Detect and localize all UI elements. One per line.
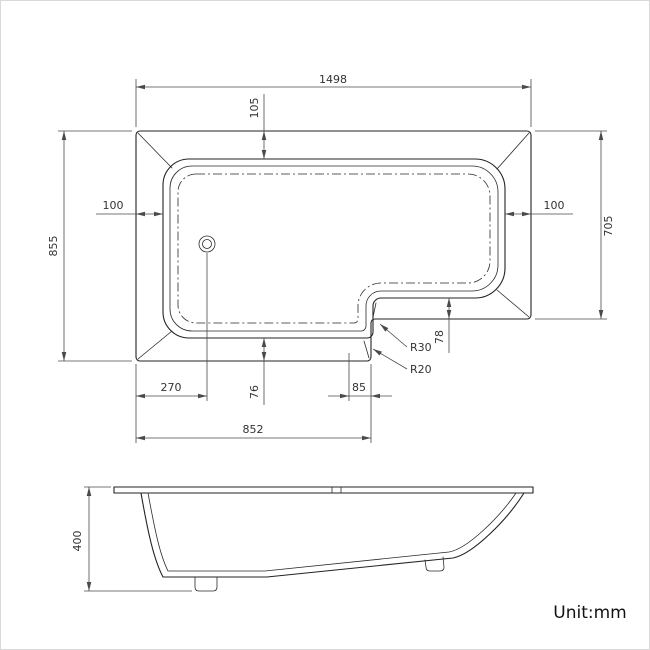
- dim-label-rim-step: 78: [433, 330, 446, 344]
- tub-inner-outline: [169, 165, 499, 332]
- drain-inner-circle: [202, 239, 212, 249]
- break-line-bottom-right: [496, 289, 530, 318]
- break-line-top-right: [496, 132, 530, 170]
- dim-label-rim-right: 100: [544, 199, 565, 212]
- dim-label-radius-outer: R30: [410, 341, 432, 354]
- dim-left-section-length: 852: [136, 364, 372, 443]
- dim-label-rim-bottom: 76: [248, 385, 261, 399]
- leader-line: [372, 348, 408, 370]
- side-view: [113, 486, 534, 592]
- right-foot: [424, 556, 445, 572]
- dim-rim-left: 100: [96, 199, 163, 217]
- body-inner-profile: [147, 492, 517, 572]
- break-line-top-left: [137, 132, 173, 169]
- plan-view: [135, 130, 532, 362]
- dim-drain-from-left: 270: [135, 253, 208, 443]
- leader-line: [379, 323, 408, 348]
- dim-radius-inner: R20: [372, 348, 432, 376]
- dim-overall-length: 1498: [135, 73, 532, 127]
- dim-side-height: 400: [71, 486, 192, 592]
- dim-step-width: 85: [328, 353, 392, 401]
- dim-label-rim-left: 100: [103, 199, 124, 212]
- break-line-step-upper: [372, 302, 377, 318]
- dim-rim-bottom: 76: [248, 338, 267, 405]
- dim-label-drain-from-left: 270: [161, 381, 182, 394]
- dim-rim-step: 78: [433, 298, 452, 353]
- dim-right-section-width: 705: [535, 130, 615, 320]
- dim-label-radius-inner: R20: [410, 363, 432, 376]
- dim-overall-width: 855: [47, 130, 132, 362]
- break-line-bottom-left: [137, 330, 173, 360]
- dim-rim-right: 100: [505, 199, 573, 217]
- drain: [198, 235, 216, 253]
- dim-label-left-section-length: 852: [243, 423, 264, 436]
- body-outer-profile: [140, 492, 525, 578]
- dim-label-step-width: 85: [352, 381, 366, 394]
- dim-label-rim-top: 105: [248, 98, 261, 119]
- plan-dimensions: 1498 105 855 100 100 705: [47, 73, 615, 443]
- dim-label-overall-length: 1498: [319, 73, 347, 86]
- dim-label-right-section-width: 705: [602, 216, 615, 237]
- dim-label-side-height: 400: [71, 531, 84, 552]
- unit-label: Unit:mm: [553, 603, 626, 623]
- tub-rim-outline: [162, 158, 506, 339]
- dim-radius-outer: R30: [379, 323, 432, 354]
- tub-waterline-outline: [177, 173, 491, 324]
- corner-break-lines: [137, 132, 530, 360]
- side-dimensions: 400: [71, 486, 192, 592]
- dim-rim-top: 105: [248, 94, 267, 159]
- drain-outer-circle: [198, 235, 216, 253]
- break-line-step-lower: [363, 340, 370, 359]
- dim-label-overall-width: 855: [47, 236, 60, 257]
- left-foot: [194, 576, 218, 592]
- bath-outer-outline: [135, 130, 532, 362]
